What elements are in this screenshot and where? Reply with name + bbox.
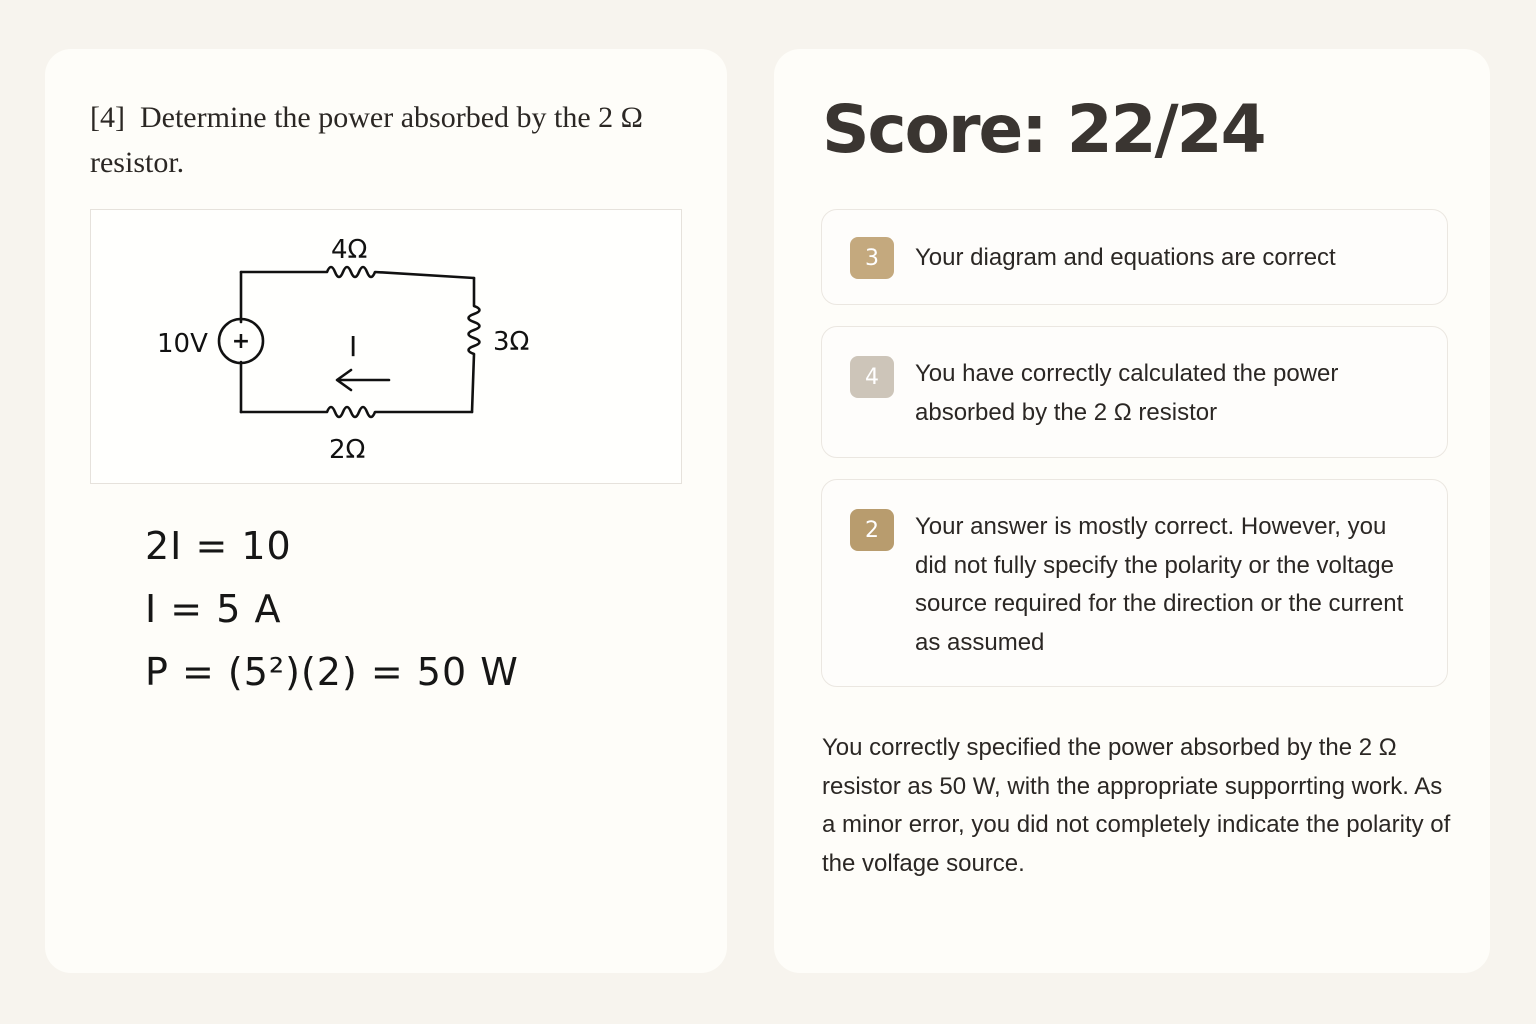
bottom-resistor-label: 2Ω xyxy=(329,435,365,465)
feedback-text: You have correctly calculated the power … xyxy=(915,360,1339,426)
circuit-diagram: + 10V 4Ω 3Ω 2Ω I xyxy=(90,209,682,484)
feedback-summary: You correctly specified the power absorb… xyxy=(822,734,1451,878)
work-line-3: P = (5²)(2) = 50 W xyxy=(145,650,519,694)
current-label: I xyxy=(349,330,357,363)
right-resistor xyxy=(467,276,481,414)
voltage-source xyxy=(217,317,265,365)
feedback-panel: Score: 22/24 3 Your diagram and equation… xyxy=(774,49,1490,973)
work-line-1: 2I = 10 xyxy=(145,524,292,568)
top-resistor-label: 4Ω xyxy=(331,235,367,265)
question-number: [4] xyxy=(90,101,125,134)
handwritten-work: 2I = 10 I = 5 A P = (5²)(2) = 50 W xyxy=(145,515,519,704)
source-label: 10V xyxy=(157,329,208,359)
question-prompt: Determine the power absorbed by the 2 Ω … xyxy=(90,101,643,179)
points-badge: 3 xyxy=(850,237,894,279)
work-line-2: I = 5 A xyxy=(145,587,282,631)
score-label: Score: xyxy=(822,91,1048,168)
current-arrow xyxy=(335,368,391,392)
feedback-card-2: 4 You have correctly calculated the powe… xyxy=(821,326,1448,458)
score-value: 22/24 xyxy=(1066,91,1267,168)
feedback-card-3: 2 Your answer is mostly correct. However… xyxy=(821,479,1448,687)
question-text: [4] Determine the power absorbed by the … xyxy=(90,95,690,185)
right-resistor-label: 3Ω xyxy=(493,327,529,357)
source-sign: + xyxy=(232,329,250,354)
score-heading: Score: 22/24 xyxy=(822,91,1267,168)
bottom-resistor xyxy=(239,405,474,419)
points-badge: 4 xyxy=(850,356,894,398)
top-resistor xyxy=(239,265,476,280)
points-badge: 2 xyxy=(850,509,894,551)
feedback-card-1: 3 Your diagram and equations are correct xyxy=(821,209,1448,305)
feedback-text: Your answer is mostly correct. However, … xyxy=(915,513,1404,656)
question-panel: [4] Determine the power absorbed by the … xyxy=(45,49,727,973)
feedback-text: Your diagram and equations are correct xyxy=(915,244,1336,271)
